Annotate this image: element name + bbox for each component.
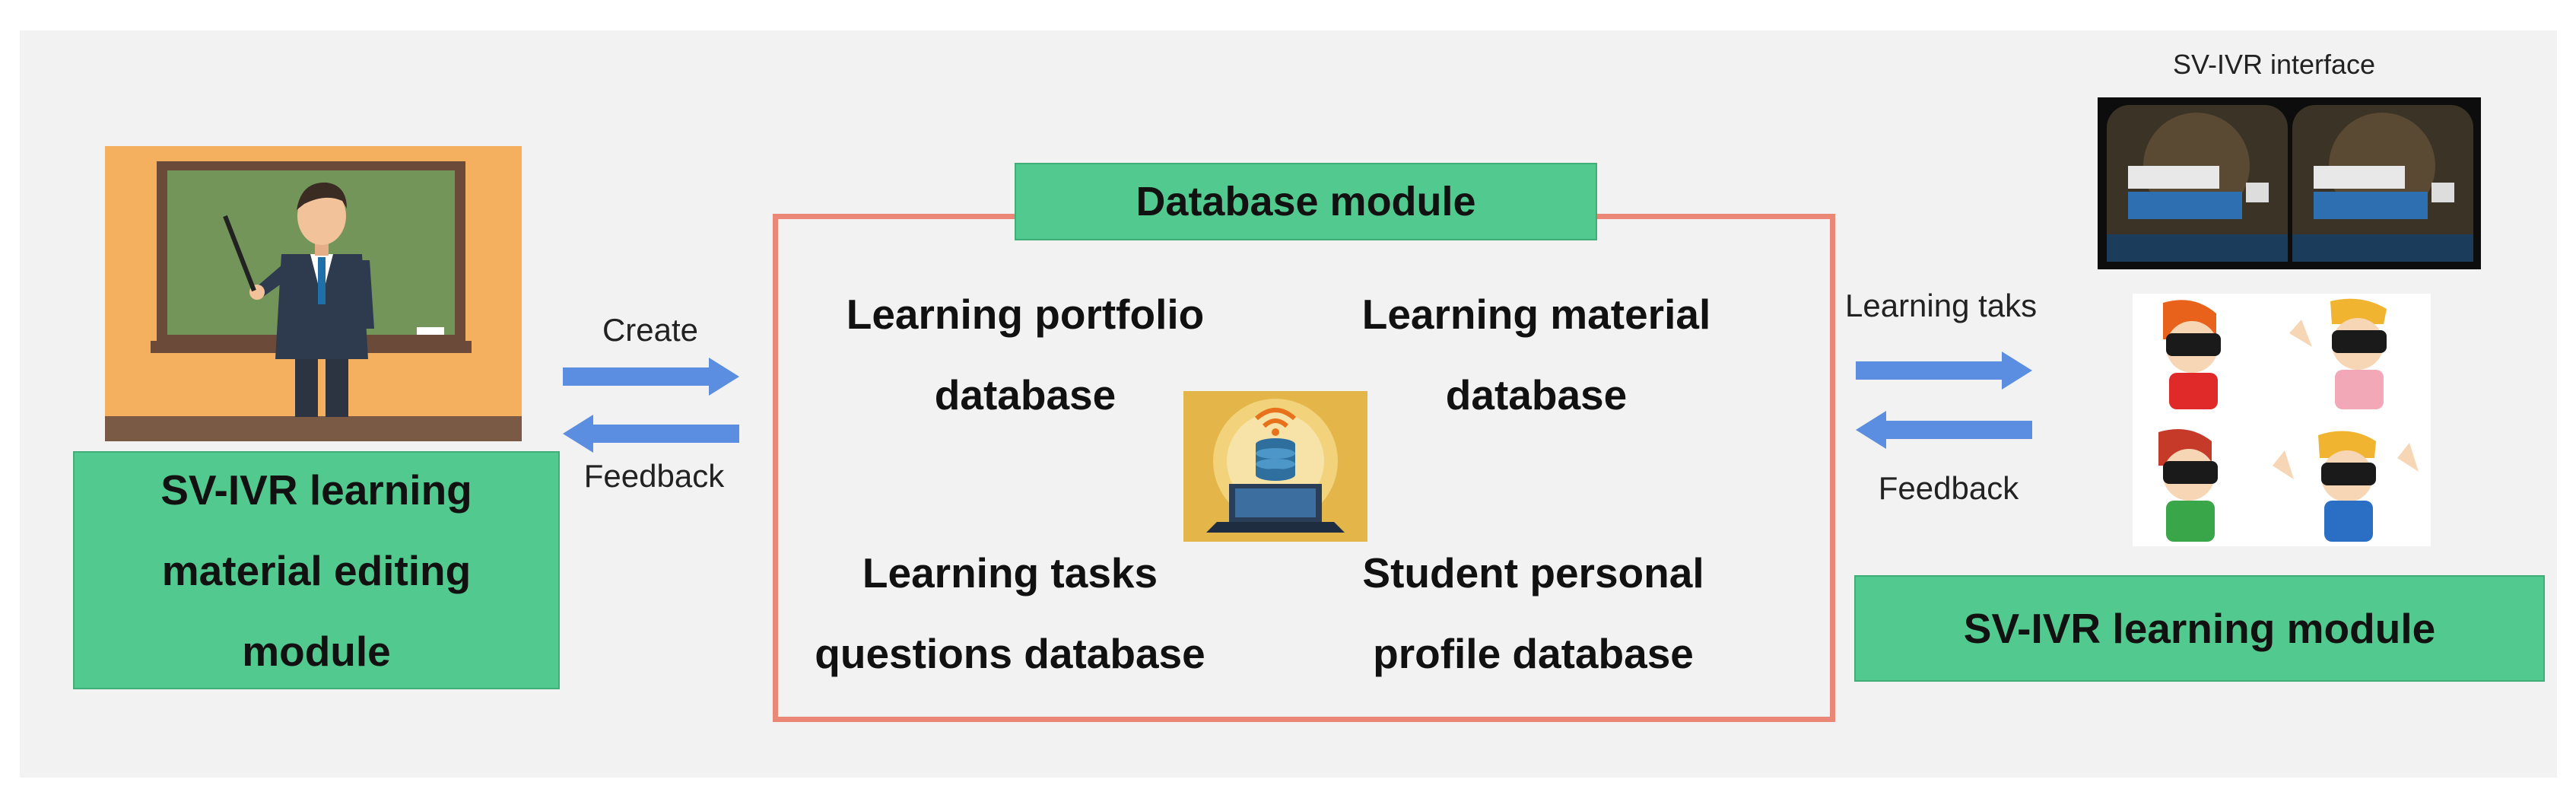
tasks-database-line1: Learning tasks xyxy=(862,549,1158,596)
feedback-arrow-left-2 xyxy=(1856,411,2032,449)
profile-database-label: Student personal profile database xyxy=(1305,533,1761,694)
tasks-database-label: Learning tasks questions database xyxy=(767,533,1253,694)
editing-module-box: SV-IVR learning material editing module xyxy=(73,451,560,689)
editing-module-title-line2: material editing xyxy=(161,546,472,594)
database-module-frame xyxy=(773,214,1835,722)
feedback-label-left: Feedback xyxy=(583,458,725,494)
learning-tasks-arrow-right xyxy=(1856,352,2032,390)
teacher-illustration xyxy=(105,146,522,441)
portfolio-database-line2: database xyxy=(934,371,1116,418)
profile-database-line1: Student personal xyxy=(1362,549,1704,596)
learning-module-box: SV-IVR learning module xyxy=(1854,575,2545,682)
material-database-line2: database xyxy=(1445,371,1628,418)
feedback-arrow-left xyxy=(563,415,739,453)
create-label: Create xyxy=(602,312,699,348)
material-database-label: Learning material database xyxy=(1308,274,1764,435)
interface-caption: SV-IVR interface xyxy=(2172,49,2376,80)
editing-module-title-line1: SV-IVR learning xyxy=(160,466,472,514)
profile-database-line2: profile database xyxy=(1373,630,1694,677)
database-laptop-icon xyxy=(1183,391,1367,542)
learning-tasks-label: Learning taks xyxy=(1845,288,2038,323)
vr-students-illustration xyxy=(2133,294,2431,546)
tasks-database-line2: questions database xyxy=(815,630,1205,677)
database-module-title: Database module xyxy=(1015,163,1597,240)
create-arrow-right xyxy=(563,358,739,396)
feedback-label-right: Feedback xyxy=(1878,470,2019,506)
vr-interface-screenshot xyxy=(2098,97,2481,269)
portfolio-database-label: Learning portfolio database xyxy=(797,274,1253,435)
editing-module-title-line3: module xyxy=(242,627,391,675)
portfolio-database-line1: Learning portfolio xyxy=(846,291,1205,338)
material-database-line1: Learning material xyxy=(1361,291,1711,338)
